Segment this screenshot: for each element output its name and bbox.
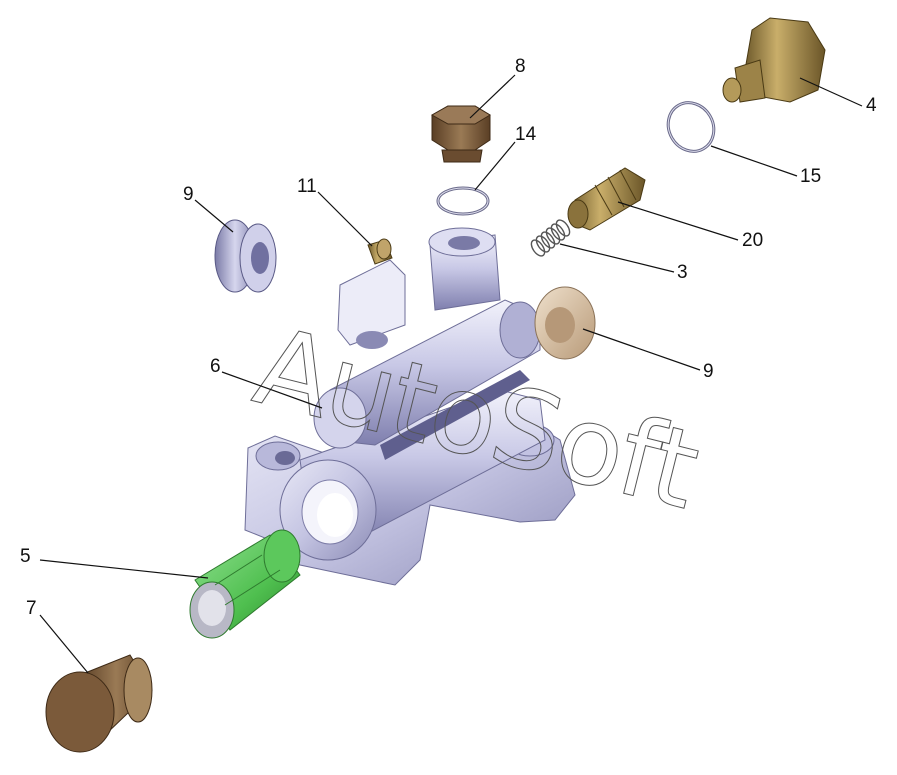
callout-15: 15 [800,166,821,187]
callout-11: 11 [297,176,317,197]
leader-lines [39,74,863,674]
callout-labels: 8 14 4 15 9 11 20 3 9 6 5 7 [20,56,877,619]
cap-part-7 [45,654,153,753]
fitting-part-4 [722,17,826,103]
callout-4: 4 [866,95,877,116]
callout-7: 7 [26,598,37,619]
washer-part-9-left [214,219,277,293]
callout-20: 20 [742,230,763,251]
valve-part-20 [567,167,646,231]
o-ring-part-14 [436,186,490,216]
spring-part-3 [530,219,571,257]
pin-part-11 [367,238,393,265]
washer-part-9-right [534,286,596,360]
callout-9-left: 9 [183,184,194,205]
callout-3: 3 [677,262,688,283]
sleeve-part-5 [189,529,301,639]
housing-part-6 [244,227,576,586]
o-ring-part-15 [666,101,716,153]
hex-plug-part-8 [430,105,491,163]
callout-14: 14 [515,124,537,145]
callout-5: 5 [20,546,31,567]
callout-6: 6 [210,356,221,377]
callout-9-right: 9 [703,361,714,382]
callout-8: 8 [515,56,526,77]
